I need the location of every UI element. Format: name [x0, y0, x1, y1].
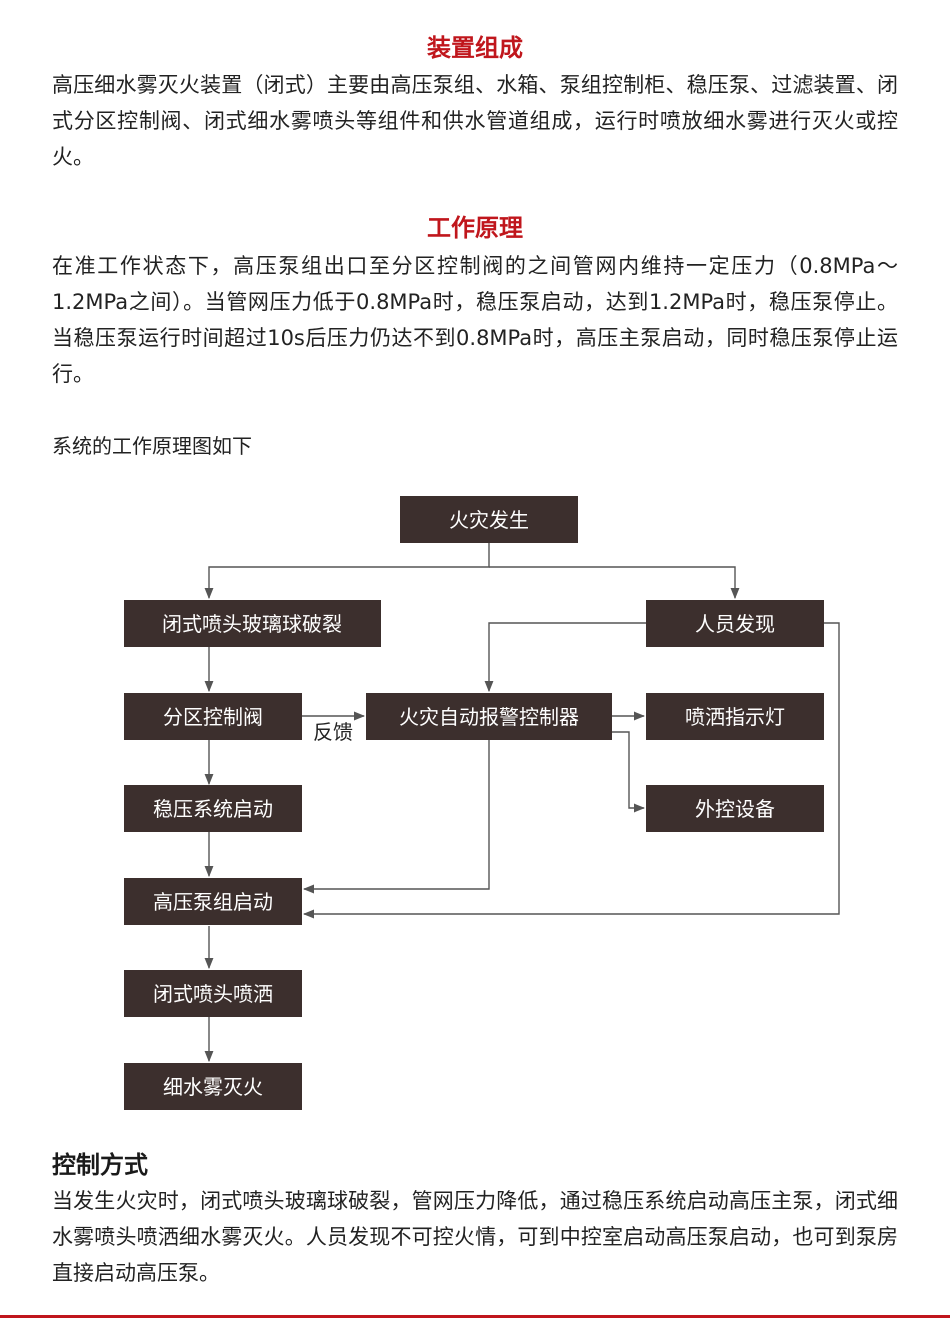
- edge-person-pump: [302, 622, 840, 919]
- node-nozzle-spray-label: 闭式喷头喷洒: [153, 982, 273, 1006]
- node-spray-lamp: 喷洒指示灯: [646, 693, 824, 740]
- composition-text: 高压细水雾灭火装置（闭式）主要由高压泵组、水箱、泵组控制柜、稳压泵、过滤装置、闭…: [52, 73, 898, 169]
- bottom-divider: [0, 1315, 950, 1318]
- node-zone-valve: 分区控制阀: [124, 693, 302, 740]
- node-glass-break-label: 闭式喷头玻璃球破裂: [162, 612, 342, 636]
- control-title: 控制方式: [52, 1151, 148, 1179]
- node-extinguish-label: 细水雾灭火: [163, 1075, 263, 1099]
- node-person-label: 人员发现: [695, 612, 775, 636]
- composition-title: 装置组成: [427, 34, 523, 62]
- node-zone-valve-label: 分区控制阀: [163, 705, 263, 729]
- node-alarm-controller-label: 火灾自动报警控制器: [399, 705, 579, 729]
- node-hp-pump: 高压泵组启动: [124, 878, 302, 925]
- node-fire-label: 火灾发生: [449, 508, 529, 532]
- edge-person-alarm: [484, 622, 646, 693]
- feedback-label: 反馈: [313, 720, 353, 744]
- control-text: 当发生火灾时，闭式喷头玻璃球破裂，管网压力降低，通过稳压系统启动高压主泵，闭式细…: [52, 1189, 898, 1285]
- node-extinguish: 细水雾灭火: [124, 1063, 302, 1110]
- node-spray-lamp-label: 喷洒指示灯: [685, 705, 785, 729]
- node-external-device-label: 外控设备: [695, 797, 775, 821]
- flow-diagram: 反馈 火灾发生 闭式喷头玻璃球破裂 人员发现 分区控制阀 火灾自动报警控制器 喷…: [124, 496, 840, 1110]
- node-nozzle-spray: 闭式喷头喷洒: [124, 970, 302, 1017]
- principle-text: 在准工作状态下，高压泵组出口至分区控制阀的之间管网内维持一定压力（0.8MPa～…: [52, 254, 898, 386]
- node-stabilizer: 稳压系统启动: [124, 785, 302, 832]
- node-external-device: 外控设备: [646, 785, 824, 832]
- node-hp-pump-label: 高压泵组启动: [153, 890, 273, 914]
- node-glass-break: 闭式喷头玻璃球破裂: [124, 600, 381, 647]
- edge-fire-split: [204, 543, 490, 600]
- node-stabilizer-label: 稳压系统启动: [153, 797, 273, 821]
- diagram-caption: 系统的工作原理图如下: [52, 434, 252, 458]
- node-alarm-controller: 火灾自动报警控制器: [366, 693, 612, 740]
- edge-alarm-pump: [302, 740, 490, 894]
- principle-title: 工作原理: [427, 214, 523, 242]
- edge-fire-person: [489, 566, 740, 600]
- node-fire: 火灾发生: [400, 496, 578, 543]
- edge-alarm-external: [612, 731, 646, 813]
- node-person: 人员发现: [646, 600, 824, 647]
